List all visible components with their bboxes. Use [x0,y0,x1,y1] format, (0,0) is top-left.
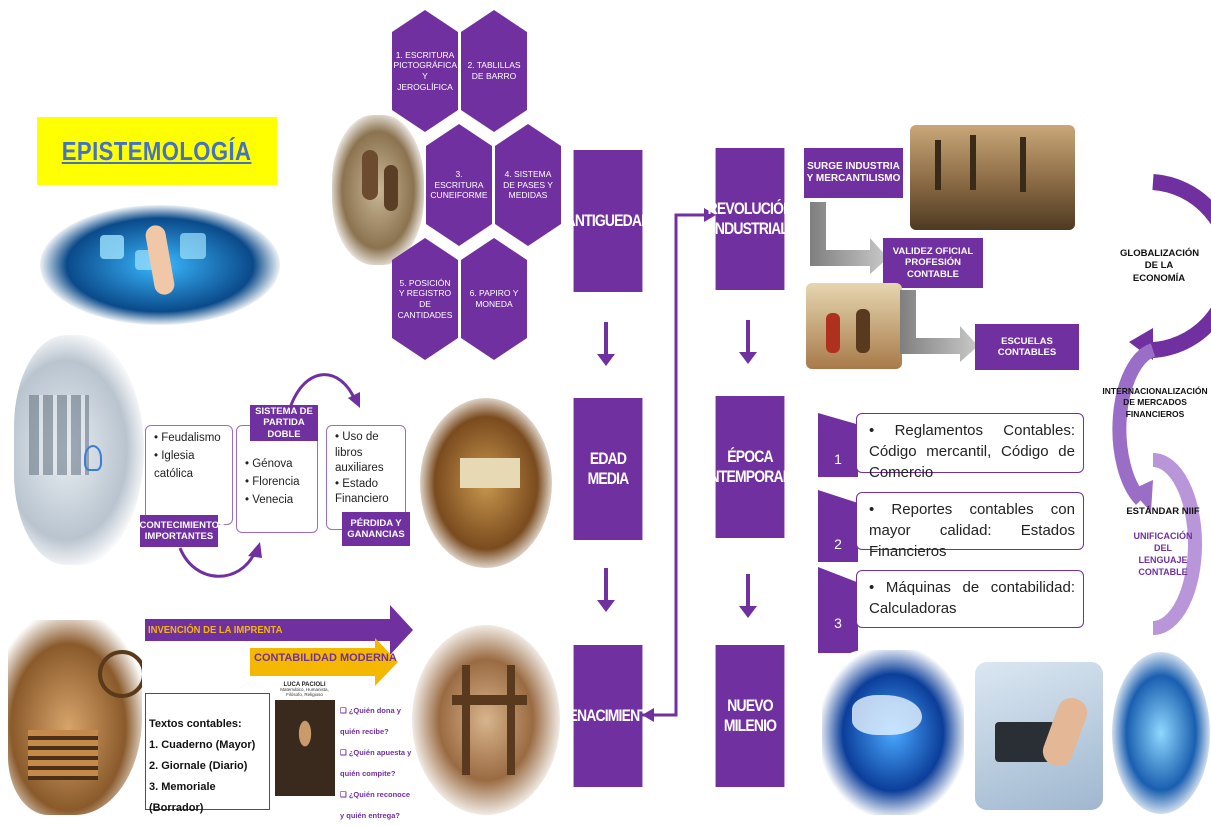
label-acontecimientos: ACONTECIMIENTOS IMPORTANTES [133,515,225,547]
world-map-photo [822,650,964,815]
cities-list: • Génova • Florencia • Venecia [236,425,318,533]
list-item: • Estado Financiero [335,477,389,506]
pacioli-card: LUCA PACIOLI Matemático, Humanista, Filó… [272,682,337,808]
textos-title: Textos contables: [149,718,242,730]
ancient-writing-photo [332,115,424,265]
label-partida-doble: SISTEMA DE PARTIDA DOBLE [250,405,318,441]
era-nuevo-milenio: NUEVO MILENIO [715,645,785,787]
list-item: • Iglesia católica [154,449,195,480]
hexagon-2: 2. TABLILLAS DE BARRO [461,10,527,132]
list-item: 1. Cuaderno (Mayor) [149,738,256,751]
contabilidad-arrow-icon [250,638,398,686]
arrow-down-icon [739,320,757,364]
pacioli-portrait [274,699,335,796]
list-item: • Feudalismo [154,432,221,444]
cycle-internacionalizacion: INTERNACIONALIZACIÓN DE MERCADOS FINANCI… [1102,386,1208,419]
cycle-unificacion: UNIFICACIÓN DEL LENGUAJE CONTABLE [1133,531,1193,578]
question-item: ❑ ¿Quién dona y quién recibe? [340,706,401,736]
cycle-globalizacion: GLOBALIZACIÓN DE LA ECONOMÍA [1120,248,1200,284]
abacus-money-photo [8,620,142,815]
hexagon-6: 6. PAPIRO Y MONEDA [461,238,527,360]
hexagon-4: 4. SISTEMA DE PASES Y MEDIDAS [495,124,561,246]
cycle-arrows-icon [1112,174,1211,635]
step-validez: VALIDEZ OFICIAL PROFESIÓN CONTABLE [883,238,983,288]
era-contemporanea: ÉPOCA CONTEMPORANEA [690,396,811,538]
title-banner: EPISTEMOLOGÍA [37,117,277,185]
scribe-photo [420,398,552,568]
list-item: • Uso de libros auxiliares [335,431,384,475]
arrow-down-icon [739,574,757,618]
era-revolucion-industrial: REVOLUCIÓN INDUSTRIAL [708,148,793,290]
pacioli-questions: ❑ ¿Quién dona y quién recibe? ❑ ¿Quién a… [340,700,412,826]
era-renacimiento: RENACIMIENTO [559,645,658,787]
list-item: • Génova [245,458,293,470]
step-arrow-icon [900,290,978,362]
imprenta-label: INVENCIÓN DE LA IMPRENTA [148,624,283,636]
cycle-estandar: ESTÁNDAR NIIF [1126,506,1200,517]
globe-network-photo [1112,652,1210,814]
list-item: • Venecia [245,493,294,506]
question-item: ❑ ¿Quién reconoce y quién entrega? [340,790,411,820]
arrow-down-icon [597,568,615,612]
accountants-photo [806,283,902,369]
list-item: 2. Giornale (Diario) [149,759,248,772]
hexagon-5: 5. POSICIÓN Y REGISTRO DE CANTIDADES [392,238,458,360]
factory-photo [910,125,1075,230]
question-item: ❑ ¿Quién apuesta y quién compite? [340,748,412,778]
hexagon-1: 1. ESCRITURA PICTOGRÁFICA Y JEROGLÍFICA [392,10,458,132]
contemporanea-item-1: • Reglamentos Contables: Código mercanti… [856,413,1084,481]
contabilidad-label: CONTABILIDAD MODERNA [254,652,397,664]
step-escuelas: ESCUELAS CONTABLES [975,324,1079,370]
list-item: • Florencia [245,475,300,488]
arrow-down-icon [597,322,615,366]
pacioli-name: LUCA PACIOLI [283,682,326,688]
imprenta-arrow-icon [145,605,413,655]
textos-box: Textos contables: 1. Cuaderno (Mayor) 2.… [145,693,270,814]
contemporanea-item-2: • Reportes contables con mayor calidad: … [856,492,1084,560]
contemporanea-item-3: • Máquinas de contabilidad: Calculadoras [856,570,1084,628]
hexagon-3: 3. ESCRITURA CUNEIFORME [426,124,492,246]
number-badge: 1 [818,413,858,477]
label-perdida-ganancias: PÉRDIDA Y GANANCIAS [342,512,410,546]
curved-arrow-icon [178,373,360,578]
pacioli-subtitle: Matemático, Humanista, Filósofo, Religio… [280,687,329,697]
events-list: • Feudalismo • Iglesia católica [145,425,233,525]
number-badge: 3 [818,567,858,653]
step-arrow-icon [810,202,888,274]
era-edad-media: EDAD MEDIA [573,398,643,540]
touchscreen-photo [40,205,280,325]
connector-arrow-icon [640,208,716,722]
calculator-photo [975,662,1103,810]
list-item: 3. Memoriale (Borrador) [149,780,216,814]
era-antiguedad: ANTIGUEDAD [566,150,651,292]
printing-press-photo [412,625,560,815]
step-industria: SURGE INDUSTRIA Y MERCANTILISMO [804,148,903,198]
page-title: EPISTEMOLOGÍA [62,135,252,166]
number-badge: 2 [818,490,858,562]
hand-interface-photo [14,335,144,565]
